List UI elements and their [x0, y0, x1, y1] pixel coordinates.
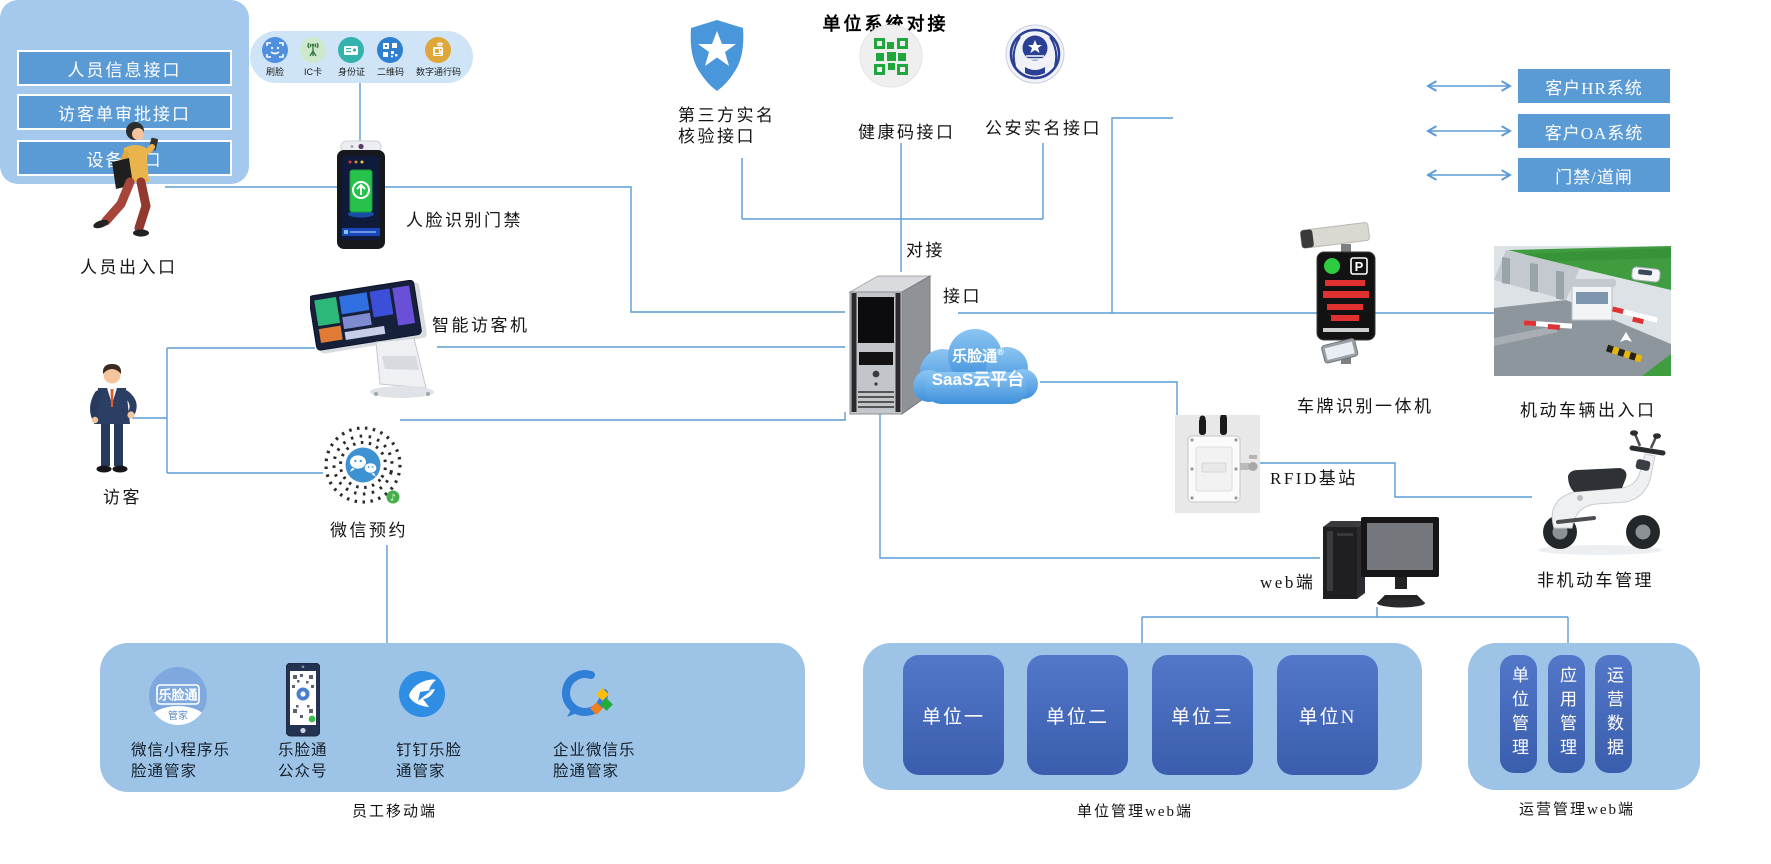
rfid-label: RFID基站	[1270, 469, 1358, 488]
external-oa-system: 客户OA系统	[1518, 114, 1670, 148]
plate-device-label: 车牌识别一体机	[1297, 397, 1434, 416]
cloud-platform: SaaS云平台	[931, 370, 1025, 389]
employee-mobile-box	[100, 643, 805, 792]
visitor-kiosk-illustration	[310, 280, 434, 398]
access-method-label: 二维码	[376, 66, 404, 77]
qr-code-icon	[377, 36, 404, 63]
access-method-digital-pass: 数字通行码	[415, 36, 461, 78]
app-label-wechat-work: 企业微信乐脸通管家	[553, 742, 636, 780]
walking-person-illustration	[93, 122, 159, 237]
access-method-id-card: 身份证	[337, 36, 365, 78]
app-label-miniprogram: 微信小程序乐脸通管家	[131, 742, 231, 780]
official-account-phone-icon	[286, 663, 320, 737]
access-method-qr: 二维码	[376, 36, 404, 78]
saas-cloud	[913, 329, 1038, 404]
police-badge-icon	[1005, 24, 1065, 84]
rfid-base-station	[1175, 415, 1260, 513]
unit-box-n: 单位N	[1277, 655, 1378, 775]
person-entrance-label: 人员出入口	[80, 258, 178, 277]
health-code-icon	[859, 24, 923, 88]
access-method-label: IC卡	[303, 66, 322, 77]
health-code-label: 健康码接口	[858, 123, 956, 142]
vehicle-gate-label: 机动车辆出入口	[1520, 401, 1657, 420]
unit-box-3: 单位三	[1152, 655, 1253, 775]
third-party-label: 第三方实名 核验接口	[678, 106, 776, 146]
web-computer-illustration	[1323, 517, 1439, 608]
ops-bar-ops-data: 运营数据	[1595, 655, 1632, 773]
digital-pass-icon	[425, 36, 452, 63]
access-method-label: 刷脸	[265, 66, 284, 77]
license-plate-camera: P	[1299, 222, 1376, 364]
registered-mark: ®	[997, 347, 1004, 357]
ic-card-icon	[299, 36, 326, 63]
unit-box-1: 单位一	[903, 655, 1004, 775]
unit-box-2: 单位二	[1027, 655, 1128, 775]
access-method-label: 身份证	[337, 66, 365, 77]
vehicle-gate-photo	[1494, 246, 1671, 376]
app-label-dingtalk: 钉钉乐脸通管家	[396, 742, 463, 780]
interface-bar-personnel: 人员信息接口	[17, 50, 232, 86]
external-gate-system: 门禁/道闸	[1518, 158, 1670, 192]
police-interface-label: 公安实名接口	[985, 119, 1102, 138]
ops-bar-app-mgmt: 应用管理	[1548, 655, 1585, 773]
badge-brand-text: 乐脸通	[158, 688, 197, 703]
svg-text:♪: ♪	[390, 494, 396, 504]
badge-sub-text: 管家	[168, 709, 188, 722]
employee-mobile-caption: 员工移动端	[352, 804, 438, 820]
external-hr-system: 客户HR系统	[1518, 69, 1670, 103]
face-recognition-terminal	[337, 140, 385, 249]
face-gate-label: 人脸识别门禁	[406, 211, 523, 230]
operations-caption: 运营管理web端	[1519, 802, 1635, 818]
jiekou-label: 接口	[943, 287, 982, 306]
access-methods-pill: 刷脸 IC卡 身份证 二维码	[250, 31, 473, 83]
wechat-work-app-icon	[562, 670, 613, 717]
visitor-person-illustration	[90, 364, 137, 473]
access-method-ic-card: IC卡	[299, 36, 326, 78]
wechat-mini-program-qr: ♪	[323, 425, 403, 505]
unit-management-caption: 单位管理web端	[1077, 804, 1193, 820]
duijie-label: 对接	[906, 241, 945, 260]
cloud-brand-line: 乐脸通®	[928, 345, 1028, 366]
app-label-official-account: 乐脸通公众号	[278, 742, 328, 780]
id-card-icon	[338, 36, 365, 63]
third-party-shield-icon	[690, 20, 744, 91]
unit-system-title: 单位系统对接	[822, 14, 949, 34]
visitor-kiosk-label: 智能访客机	[432, 316, 530, 335]
face-scan-icon	[261, 36, 288, 63]
dingtalk-app-icon	[399, 671, 445, 717]
wechat-booking-label: 微信预约	[330, 521, 408, 540]
web-label: web端	[1260, 573, 1316, 592]
interface-bar-visitor-approval: 访客单审批接口	[17, 94, 232, 130]
visitor-label: 访客	[103, 488, 142, 507]
non-motor-label: 非机动车管理	[1537, 571, 1654, 590]
parking-p-sign: P	[1355, 259, 1364, 274]
cloud-brand: 乐脸通	[952, 348, 998, 365]
leliantong-guanjia-app-icon: 乐脸通 管家	[149, 667, 207, 725]
scooter-illustration	[1538, 430, 1666, 555]
ops-bar-unit-mgmt: 单位管理	[1500, 655, 1537, 773]
access-method-face: 刷脸	[261, 36, 288, 78]
access-method-label: 数字通行码	[415, 66, 461, 77]
